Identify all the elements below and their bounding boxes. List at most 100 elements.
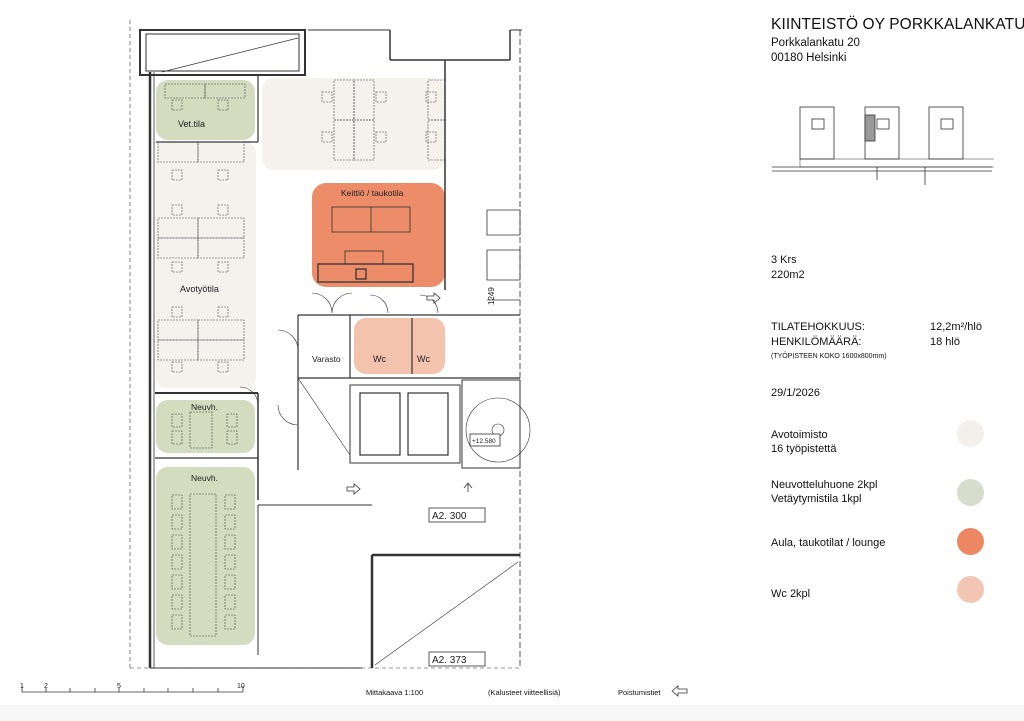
scale-label: Mittakaava 1:100 — [366, 688, 424, 697]
desk — [197, 237, 245, 259]
chair — [171, 361, 183, 373]
room-label-storage: Varasto — [312, 354, 341, 364]
chair — [226, 413, 238, 428]
chair — [217, 169, 229, 181]
chair — [171, 554, 183, 570]
legend-swatch-wc — [957, 576, 984, 603]
space-label-a2-300: A2. 300 — [432, 511, 467, 522]
walls — [129, 20, 531, 669]
site-key-plan — [772, 106, 994, 185]
legend-swatch-meeting-rooms — [957, 479, 984, 506]
chair — [171, 514, 183, 530]
legend-sublabel: 16 työpistettä — [771, 443, 837, 455]
chair — [224, 614, 236, 630]
chair — [375, 91, 387, 103]
scale-tick-2: 2 — [44, 683, 48, 690]
zone-meeting-large — [156, 467, 255, 645]
chair — [321, 131, 333, 143]
zone-retreat — [156, 80, 255, 140]
space-label-a2-373: A2. 373 — [432, 655, 467, 666]
furniture-note: (Kalusteet viitteellisiä) — [488, 688, 561, 697]
floor-area: 220m2 — [771, 269, 805, 281]
desk — [204, 83, 246, 99]
floor-level: 3 Krs — [771, 254, 797, 266]
chair — [171, 534, 183, 550]
meeting-table — [189, 493, 217, 637]
scale-tick-1: 1 — [20, 683, 24, 690]
legend-item-meeting-rooms: Neuvotteluhuone 2kpl Vetäytymistila 1kpl — [771, 478, 877, 506]
chair — [224, 494, 236, 510]
legend-swatch-open-office — [957, 420, 984, 447]
chair — [321, 91, 333, 103]
exit-routes-label: Poistumistiet — [618, 688, 661, 697]
legend-swatch-lounge — [957, 528, 984, 555]
dimension-label: 1249 — [487, 287, 496, 305]
efficiency-value: 12,2m²/hlö — [930, 321, 982, 333]
legend-label: Wc 2kpl — [771, 588, 811, 600]
chair — [171, 574, 183, 590]
elevator-labels — [428, 433, 501, 667]
scale-bar — [21, 686, 244, 693]
chair — [171, 99, 183, 111]
chair — [224, 534, 236, 550]
legend-item-lounge: Aula, taukotilat / lounge — [771, 536, 885, 550]
scale-tick-10: 10 — [237, 683, 245, 690]
desk — [197, 141, 245, 163]
legend-sublabel: Vetäytymistila 1kpl — [771, 493, 862, 505]
chair — [224, 574, 236, 590]
room-label-meeting-large: Neuvh. — [191, 473, 218, 483]
chair — [171, 261, 183, 273]
chair — [226, 430, 238, 445]
floor-plan: Vet.tila Avotyötila Keittiö / taukotila … — [20, 20, 688, 697]
legend-label: Avotoimisto — [771, 429, 828, 441]
zone-kitchen — [312, 183, 445, 287]
desk-size-note: (TYÖPISTEEN KOKO 1600x800mm) — [771, 353, 887, 360]
zone-open-office — [156, 142, 256, 388]
room-label-wc1: Wc — [373, 354, 386, 364]
chair — [171, 204, 183, 216]
exit-legend-arrow-icon — [671, 685, 688, 697]
room-label-kitchen: Keittiö / taukotila — [341, 188, 404, 198]
property-title: KIINTEISTÖ OY PORKKALANKATU 20 — [771, 16, 1024, 33]
people-value: 18 hlö — [930, 336, 960, 348]
room-label-meeting-small: Neuvh. — [191, 402, 218, 412]
zone-open-office-top — [262, 78, 445, 170]
legend-item-open-office: Avotoimisto 16 työpistettä — [771, 428, 836, 456]
room-label-open-office: Avotyötila — [180, 284, 219, 294]
chair — [224, 594, 236, 610]
people-label: HENKILÖMÄÄRÄ: — [771, 336, 862, 348]
legend-label: Neuvotteluhuone 2kpl — [771, 479, 878, 491]
legend-item-wc: Wc 2kpl — [771, 587, 810, 601]
chair — [217, 306, 229, 318]
chair — [171, 169, 183, 181]
city-address: 00180 Helsinki — [771, 52, 847, 64]
chair — [171, 306, 183, 318]
exit-arrow-icons — [346, 292, 473, 495]
room-label-retreat: Vet.tila — [178, 119, 205, 129]
chair — [171, 494, 183, 510]
plan-date: 29/1/2026 — [771, 387, 820, 399]
zone-wc — [354, 318, 445, 374]
chair — [224, 514, 236, 530]
chair — [425, 91, 437, 103]
desk — [427, 119, 446, 161]
chair — [171, 430, 183, 445]
desk-group — [157, 79, 446, 637]
chair — [425, 131, 437, 143]
street-address: Porkkalankatu 20 — [771, 37, 860, 49]
kitchen-furniture — [317, 206, 414, 283]
scale-tick-5: 5 — [117, 683, 121, 690]
chair — [217, 261, 229, 273]
chair — [171, 614, 183, 630]
page-bottom-band — [0, 705, 1024, 721]
chair — [224, 554, 236, 570]
elevation-label: +12.580 — [472, 438, 496, 445]
efficiency-label: TILATEHOKKUUS: — [771, 321, 865, 333]
desk — [353, 119, 375, 161]
zone-meeting-small — [156, 400, 255, 453]
desk — [427, 79, 446, 121]
desk — [197, 339, 245, 361]
chair — [217, 361, 229, 373]
room-label-wc2: Wc — [417, 354, 430, 364]
chair — [171, 594, 183, 610]
